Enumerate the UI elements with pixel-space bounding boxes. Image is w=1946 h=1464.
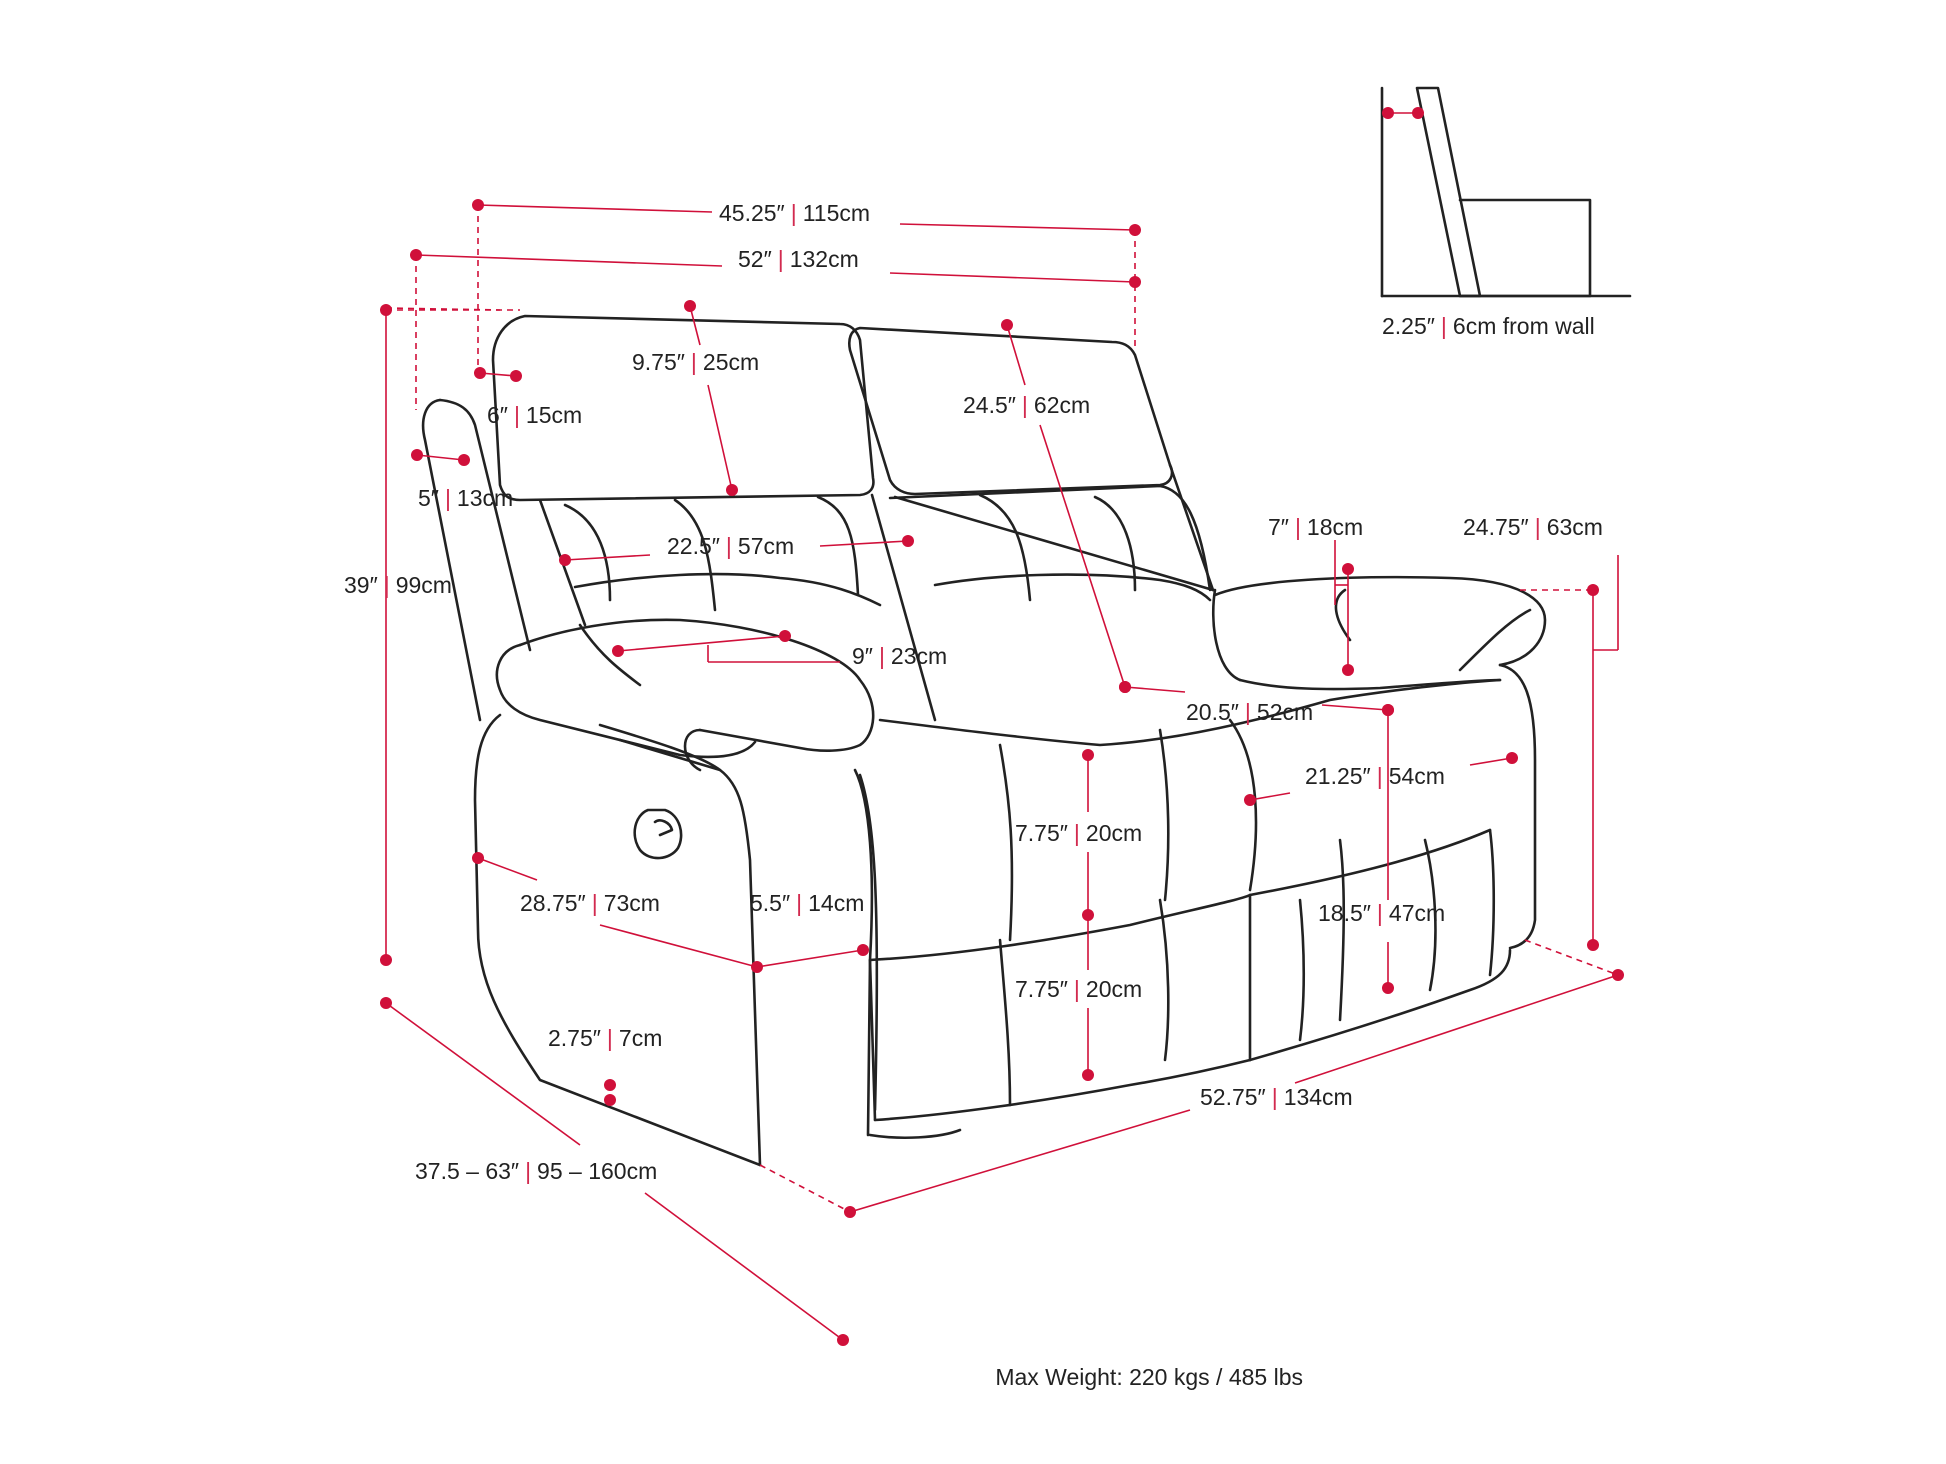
dimension-endpoint-dot	[1244, 794, 1256, 806]
label-seat-width: 22.5″|57cm	[667, 533, 795, 559]
dimension-endpoint-dot	[1587, 584, 1599, 596]
dimension-endpoint-dot	[1342, 664, 1354, 676]
label-seat-base: 7.75″|20cm	[1015, 976, 1143, 1002]
top-width-line-left	[477, 204, 713, 213]
label-arm-width: 9″|23cm	[852, 643, 948, 669]
dimension-line	[599, 924, 758, 968]
label-leg-height: 2.75″|7cm	[548, 1025, 663, 1051]
dimension-endpoint-dot	[1119, 681, 1131, 693]
total-width-top-line-right	[889, 272, 1136, 283]
label-arm-pad-height: 7″|18cm	[1268, 514, 1364, 540]
dimension-endpoint-dot	[837, 1334, 849, 1346]
dimension-endpoint-dot	[1412, 107, 1424, 119]
label-back-height: 24.5″|62cm	[963, 392, 1091, 418]
dimension-endpoint-dot	[1506, 752, 1518, 764]
dimension-endpoint-dot	[559, 554, 571, 566]
max-weight-note: Max Weight: 220 kgs / 485 lbs	[995, 1364, 1303, 1390]
dimension-line	[477, 857, 538, 881]
dimension-endpoint-dot	[684, 300, 696, 312]
label-seat-cushion: 7.75″|20cm	[1015, 820, 1143, 846]
height-extension	[385, 307, 501, 311]
dimension-line	[819, 540, 909, 547]
dimension-line	[849, 1109, 1191, 1213]
dimension-endpoint-dot	[380, 997, 392, 1009]
label-side-depth: 28.75″|73cm	[520, 890, 660, 916]
label-total-width: 52.75″|134cm	[1200, 1084, 1353, 1110]
dimension-endpoint-dot	[380, 954, 392, 966]
dimension-line	[1124, 686, 1186, 693]
top-width-line-right	[899, 223, 1136, 231]
dimension-line	[756, 949, 864, 968]
label-seat-height: 18.5″|47cm	[1318, 900, 1446, 926]
back-depth-line	[416, 454, 465, 461]
dimension-endpoint-dot	[474, 367, 486, 379]
label-total-height: 39″|99cm	[344, 572, 452, 598]
label-seat-depth: 20.5″|52cm	[1186, 699, 1314, 725]
dimension-endpoint-dot	[779, 630, 791, 642]
dimension-endpoint-dot	[1001, 319, 1013, 331]
dimension-endpoint-dot	[1129, 276, 1141, 288]
dimension-endpoint-dot	[726, 484, 738, 496]
dimension-endpoint-dot	[472, 852, 484, 864]
label-wall-clearance: 2.25″|6cm from wall	[1382, 313, 1595, 339]
dimension-endpoint-dot	[1382, 982, 1394, 994]
dimension-line	[689, 305, 701, 346]
label-headrest-height: 9.75″|25cm	[632, 349, 760, 375]
label-headrest-depth: 6″|15cm	[487, 402, 583, 428]
dimension-endpoint-dot	[1342, 563, 1354, 575]
dimension-endpoint-dot	[1382, 704, 1394, 716]
label-total-width-top: 52″|132cm	[738, 246, 859, 272]
label-arm-height: 24.75″|63cm	[1463, 514, 1603, 540]
dimension-endpoint-dot	[902, 535, 914, 547]
dimension-endpoint-dot	[458, 454, 470, 466]
sofa-outline	[421, 86, 1632, 1167]
dimension-line	[617, 635, 786, 652]
dimension-line	[1469, 757, 1513, 766]
dimension-line	[564, 554, 651, 561]
label-footrest: 5.5″|14cm	[750, 890, 865, 916]
dimension-endpoint-dot	[411, 449, 423, 461]
dimension-line	[759, 1164, 851, 1213]
dimension-line	[385, 1002, 581, 1146]
dimension-endpoint-dot	[510, 370, 522, 382]
label-recline-depth: 37.5 – 63″|95 – 160cm	[415, 1158, 658, 1184]
total-width-top-line-left	[415, 254, 723, 267]
dimension-endpoint-dot	[604, 1079, 616, 1091]
dimension-endpoint-dot	[1587, 939, 1599, 951]
dimension-lines	[380, 107, 1624, 1346]
dimension-endpoint-dot	[612, 645, 624, 657]
dimension-line	[1321, 704, 1389, 711]
dimension-line	[707, 384, 733, 491]
dimension-line	[1039, 424, 1126, 688]
dimension-endpoint-dot	[604, 1094, 616, 1106]
dimension-line	[1524, 939, 1619, 976]
dimension-endpoint-dot	[1082, 1069, 1094, 1081]
dimension-line	[1294, 974, 1619, 1084]
dimension-endpoint-dot	[1082, 749, 1094, 761]
headrest-depth-line	[479, 372, 517, 377]
label-back-depth: 5″|13cm	[418, 485, 514, 511]
dimension-line	[644, 1192, 844, 1341]
dimension-line	[1249, 792, 1291, 801]
label-top-width: 45.25″|115cm	[719, 200, 871, 226]
dimension-line	[1006, 324, 1026, 386]
dimension-endpoint-dot	[857, 944, 869, 956]
label-arm-depth: 21.25″|54cm	[1305, 763, 1445, 789]
dimension-endpoint-dot	[1382, 107, 1394, 119]
